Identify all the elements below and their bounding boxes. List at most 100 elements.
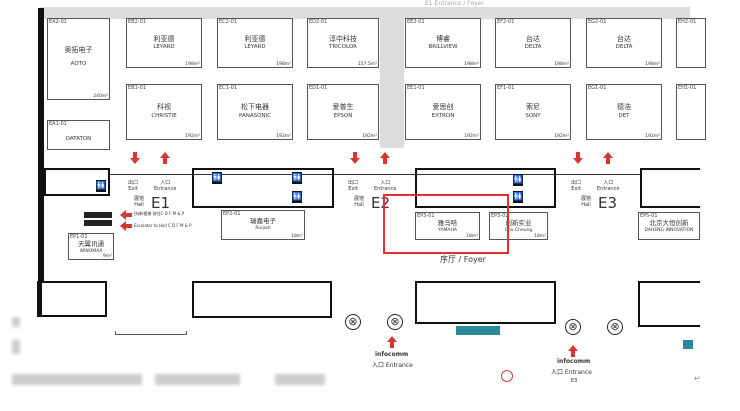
booth-id: EH2-01 [678, 19, 697, 25]
booth-name-en: LEYARD [244, 43, 266, 50]
foyer-label: 序厅 / Foyer [440, 255, 486, 264]
booth-name-en: Ruijiah [255, 225, 271, 231]
center-corridor [380, 18, 404, 148]
entrance-label-cn: 入口 [380, 180, 391, 186]
booth-name-cn: 瑞嘉电子 [250, 217, 276, 225]
booth-id: EG2-01 [588, 19, 607, 25]
booth-eh2-01: EH2-01 [676, 18, 706, 68]
entrance-label-cn: 入口 [603, 180, 614, 186]
escalator-label-cn: 扶梯/楼梯 前往C D F M & P [134, 211, 185, 216]
booth-id: ED1-01 [309, 85, 328, 91]
booth-name-cn: 台达 [617, 35, 631, 44]
booth-name-en: PANASONIC [238, 113, 271, 120]
booth-name-en: YAMAHA [438, 227, 457, 233]
hall-label-en: Hall [134, 202, 144, 208]
booth-name-en: SONY [525, 113, 541, 120]
booth-area: 192m² [362, 134, 377, 139]
entrance-arrow-icon [568, 345, 578, 357]
blurred-text [275, 374, 325, 385]
entrance-label-en: Entrance [597, 186, 620, 192]
booth-area: 198m² [276, 62, 291, 67]
arrow-left-icon [120, 210, 132, 220]
restroom-icon: 🚻 [96, 180, 106, 192]
exit-label-en: Exit [348, 186, 358, 192]
exit-arrow-icon [573, 152, 583, 164]
booth-name-en: LEYARD [153, 43, 175, 50]
booth-name-en: CHRISTIE [151, 113, 177, 120]
booth-id: EP2-01 [223, 211, 241, 217]
booth-name-cn: 博睿 [436, 35, 450, 44]
booth-area: 9m² [102, 254, 112, 259]
sign-board [683, 340, 693, 349]
booth-name-cn: 利亚德 [153, 35, 175, 44]
left-wall [38, 8, 44, 308]
hall-label-cn: 展馆 [581, 196, 592, 202]
entrance-hall-label: E3 [571, 378, 578, 384]
arrow-left-icon [120, 221, 132, 231]
infocomm-logo: infocomm [375, 351, 409, 358]
booth-id: EF2-01 [497, 19, 515, 25]
entrance-label: 入口 Entrance [372, 362, 413, 369]
exit-label-cn: 出口 [128, 180, 139, 186]
booth-area: 18m² [534, 234, 546, 239]
booth-name-en: DET [618, 113, 630, 120]
booth-name-cn: 德浩 [617, 103, 631, 112]
booth-name-en: DELTA [615, 43, 633, 50]
booth-name-cn: 天翼讯通 [78, 240, 104, 248]
booth-name-cn: 爱普生 [332, 103, 354, 112]
booth-name-cn: 淳中科技 [329, 35, 357, 44]
booth-id: EP3-01 [417, 213, 435, 219]
hall-number: E2 [371, 194, 391, 212]
escalator-icon [84, 220, 112, 226]
booth-name-cn: 北京大恒创新 [649, 219, 689, 227]
exit-label-en: Exit [128, 186, 138, 192]
restroom-icon: 🚻 [292, 172, 302, 184]
header-text: E1 Entrance / Foyer [425, 0, 484, 7]
entrance-arrow-icon [160, 152, 170, 164]
booth-name-cn: 索尼 [526, 103, 540, 112]
return-mark: ↵ [694, 374, 701, 383]
booth-area: 240m² [93, 94, 108, 99]
booth-name-cn: 爱思创 [432, 103, 454, 112]
booth-id: EE1-01 [407, 85, 425, 91]
booth-name-en: WINOMAX [79, 248, 103, 254]
turnstile-icon: ⊗ [387, 314, 403, 330]
hall-number: E3 [598, 194, 618, 212]
turnstile-icon: ⊗ [565, 319, 581, 335]
booth-name-cn: 利亚德 [244, 35, 266, 44]
escalator-icon [84, 212, 112, 218]
turnstile-icon: ⊗ [345, 314, 361, 330]
booth-id: EG1-01 [588, 85, 607, 91]
exit-label-en: Exit [571, 186, 581, 192]
booth-area: 192m² [185, 134, 200, 139]
restroom-icon: 🚻 [292, 191, 302, 203]
booth-area: 18m² [466, 234, 478, 239]
booth-area: 198m² [554, 62, 569, 67]
entrance-arrow-icon [603, 152, 613, 164]
booth-name-cn: 雅马哈 [437, 219, 458, 227]
sign-board [456, 326, 500, 335]
booth-id: EP5-01 [640, 213, 658, 219]
booth-area: 18m² [291, 234, 303, 239]
booth-id: EF1-01 [497, 85, 515, 91]
bottom-block [415, 281, 556, 324]
booth-area: 192m² [645, 134, 660, 139]
blurred-text [12, 340, 20, 354]
